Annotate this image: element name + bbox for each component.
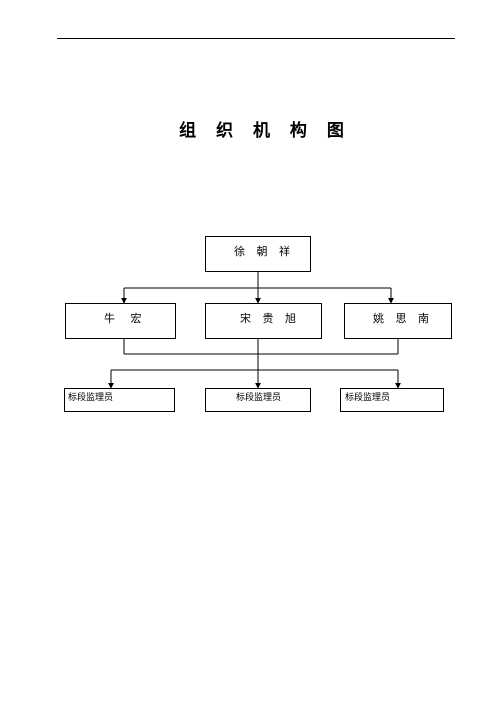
node-manager-2-label: 宋 贵 旭	[240, 312, 300, 325]
node-staff-1: 标段监理员	[64, 388, 175, 412]
page-title: 组 织 机 构 图	[179, 121, 351, 141]
header-rule	[57, 38, 455, 39]
node-root: 徐 朝 祥	[205, 236, 311, 272]
node-staff-2: 标段监理员	[205, 388, 311, 412]
node-staff-3: 标段监理员	[340, 388, 444, 412]
node-manager-3: 姚 思 南	[344, 303, 452, 339]
node-staff-3-label: 标段监理员	[345, 393, 391, 403]
node-manager-2: 宋 贵 旭	[205, 303, 322, 339]
node-staff-1-label: 标段监理员	[68, 393, 114, 403]
node-manager-3-label: 姚 思 南	[373, 312, 433, 325]
node-manager-1: 牛 宏	[65, 303, 176, 339]
node-root-label: 徐 朝 祥	[234, 245, 294, 258]
node-manager-1-label: 牛 宏	[104, 312, 142, 325]
node-staff-2-label: 标段监理员	[236, 393, 282, 403]
